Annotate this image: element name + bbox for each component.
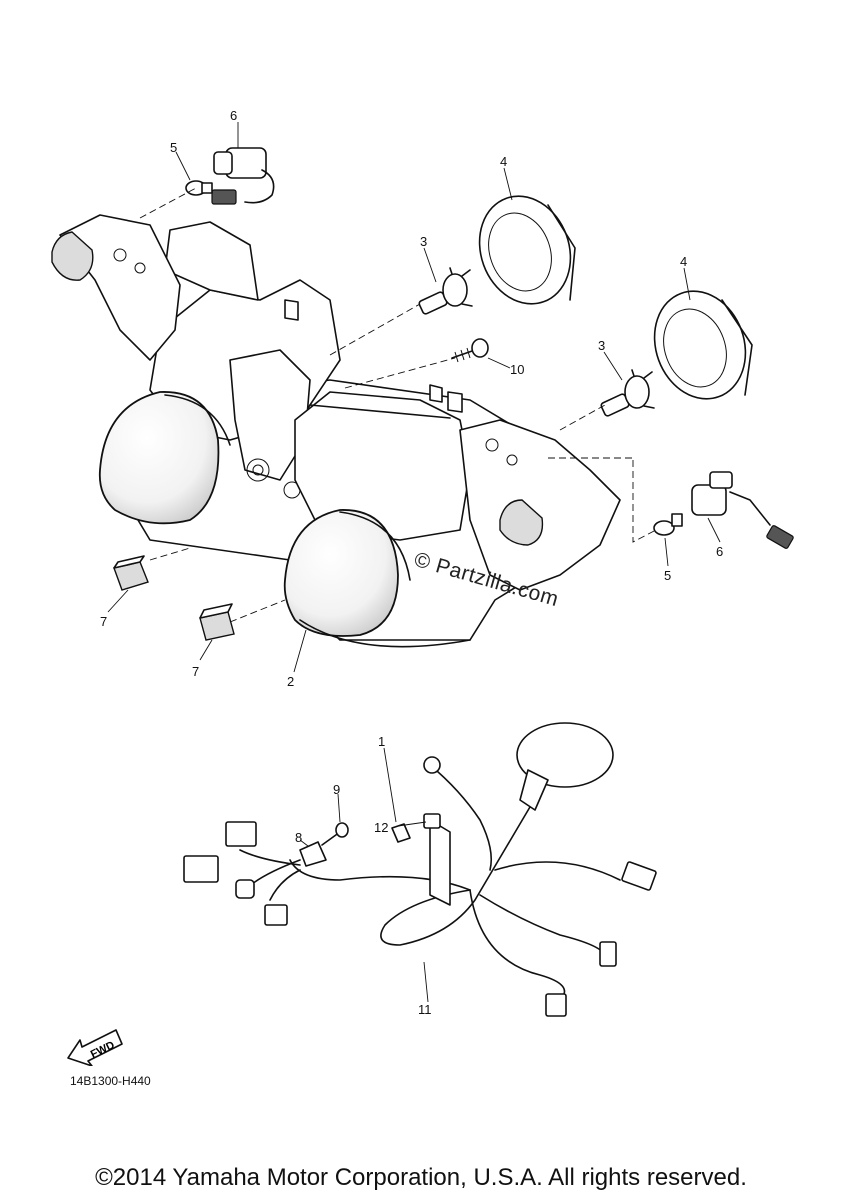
socket-6-top	[211, 147, 275, 205]
callout-8: 8	[295, 830, 302, 845]
callout-2: 2	[287, 674, 294, 689]
callout-9: 9	[333, 782, 340, 797]
ring-4-upper	[478, 195, 576, 305]
copyright-notice: ©2014 Yamaha Motor Corporation, U.S.A. A…	[95, 1164, 747, 1191]
screw-10	[451, 338, 489, 363]
fwd-arrow-icon: FWD	[67, 1029, 123, 1066]
callout-12: 12	[374, 820, 388, 835]
callout-4-upper: 4	[500, 154, 507, 169]
callout-4-lower: 4	[680, 254, 687, 269]
callout-7-lower: 7	[192, 664, 199, 679]
wire-harness	[183, 722, 657, 1017]
callout-6-top: 6	[230, 108, 237, 123]
callout-5-top: 5	[170, 140, 177, 155]
callout-numbers: 6 5 4 3 4 3 10 6 5 7 7 2 1 9 8 12 11	[100, 108, 723, 1017]
callout-11: 11	[418, 1002, 432, 1017]
assembly-lines	[139, 187, 657, 623]
callout-7-left: 7	[100, 614, 107, 629]
callout-3-lower: 3	[598, 338, 605, 353]
callout-10: 10	[510, 362, 524, 377]
bulb-3-upper	[418, 267, 473, 315]
cap-7-left	[113, 555, 149, 591]
ring-4-lower	[653, 290, 753, 400]
diagram-code: 14B1300-H440	[70, 1074, 151, 1088]
socket-6-right	[691, 471, 794, 549]
callout-1: 1	[378, 734, 385, 749]
callout-6-right: 6	[716, 544, 723, 559]
cap-7-lower	[199, 603, 235, 641]
callout-5-right: 5	[664, 568, 671, 583]
bulb-5-top	[185, 180, 213, 196]
headlight-assembly	[51, 214, 621, 648]
bulb-3-lower	[600, 369, 655, 417]
callout-3-upper: 3	[420, 234, 427, 249]
bulb-5-right	[653, 513, 683, 536]
leader-lines	[107, 122, 721, 1003]
